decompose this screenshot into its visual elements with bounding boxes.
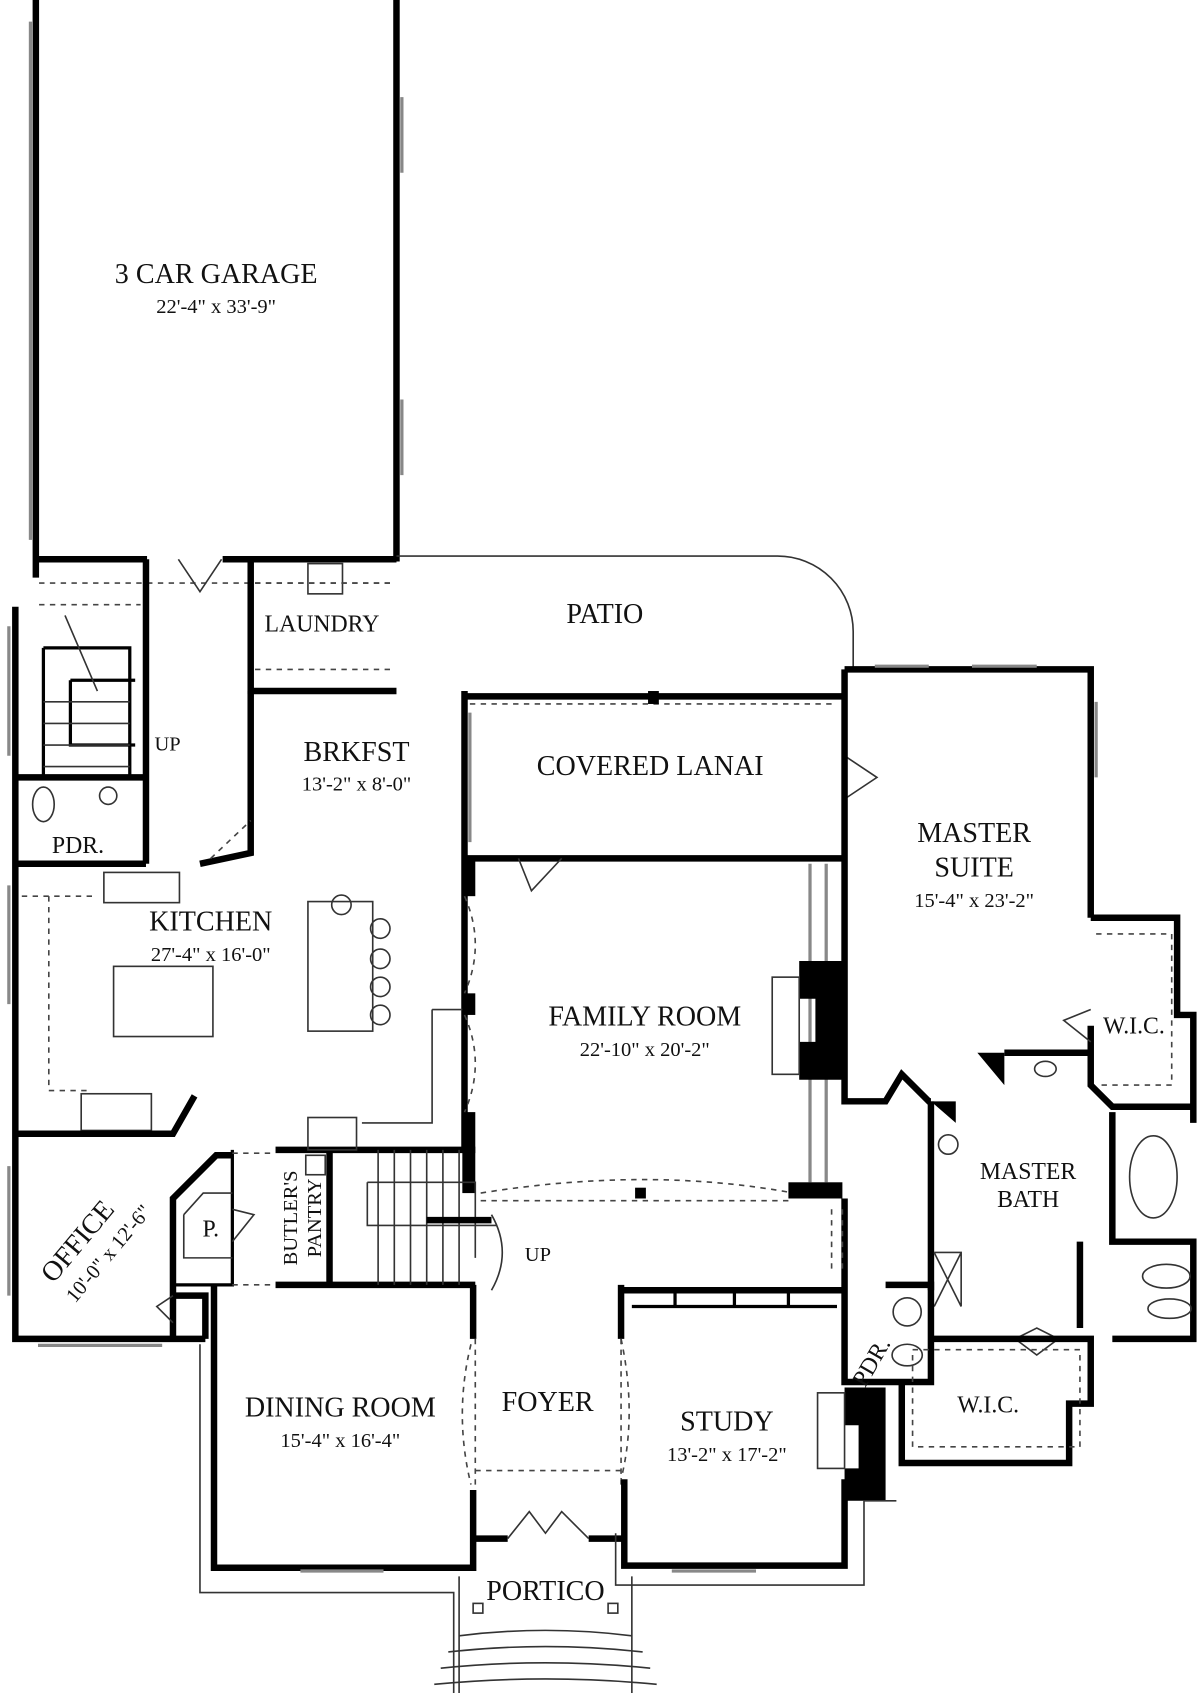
front-stair-up-label: UP: [525, 1244, 551, 1266]
wic-upper-name: W.I.C.: [1103, 1013, 1165, 1039]
pdr-rear-name: PDR.: [52, 833, 104, 859]
master-suite-name-1: MASTER: [917, 818, 1031, 849]
garage-size: 22'-4" x 33'-9": [156, 296, 276, 318]
kitchen: KITCHEN 27'-4" x 16'-0": [15, 860, 465, 1137]
butlers-pantry-name-1: BUTLER'S: [280, 1171, 302, 1266]
butlers-pantry-name-2: PANTRY: [304, 1178, 326, 1257]
butlers-pantry: BUTLER'S PANTRY: [232, 1116, 476, 1289]
portico-name: PORTICO: [486, 1576, 604, 1607]
study-size: 13'-2" x 17'-2": [667, 1444, 787, 1466]
lanai-door-swing: [844, 755, 879, 800]
kitchen-name: KITCHEN: [149, 907, 272, 938]
foyer: FOYER: [474, 1338, 625, 1542]
family-room-name: FAMILY ROOM: [548, 1002, 741, 1033]
front-stair: UP: [366, 1149, 551, 1291]
rear-stair: UP: [41, 615, 181, 778]
covered-lanai-name: COVERED LANAI: [537, 751, 764, 782]
dining-room-size: 15'-4" x 16'-4": [280, 1430, 400, 1452]
garage: 3 CAR GARAGE 22'-4" x 33'-9": [28, 0, 404, 606]
master-suite-size: 15'-4" x 23'-2": [914, 890, 1034, 912]
foyer-name: FOYER: [502, 1387, 594, 1418]
dining-room-name: DINING ROOM: [245, 1393, 436, 1424]
study-name: STUDY: [680, 1407, 774, 1438]
portico: PORTICO: [434, 1576, 657, 1693]
brkfst-size: 13'-2" x 8'-0": [302, 773, 412, 795]
pdr-front: PDR.: [830, 1198, 935, 1391]
family-room-size: 22'-10" x 20'-2": [580, 1039, 710, 1061]
master-suite-name-2: SUITE: [934, 853, 1014, 884]
patio-name: PATIO: [566, 599, 643, 630]
pdr-rear: PDR.: [15, 559, 150, 864]
office: OFFICE 10'-0" x 12'-6": [35, 1152, 233, 1347]
family-room: FAMILY ROOM 22'-10" x 20'-2": [462, 857, 843, 1202]
laundry: LAUNDRY: [247, 559, 397, 695]
master-suite: MASTER SUITE 15'-4" x 23'-2": [841, 664, 1098, 1105]
exterior-wall-west: [12, 606, 206, 1343]
covered-lanai: COVERED LANAI: [464, 691, 845, 862]
pantry-name: P.: [203, 1216, 220, 1242]
wic-upper: W.I.C.: [1062, 914, 1197, 1123]
master-bath-name-2: BATH: [997, 1187, 1059, 1213]
laundry-name: LAUNDRY: [265, 612, 380, 638]
study: STUDY 13'-2" x 17'-2": [614, 1284, 897, 1586]
master-bath-name-1: MASTER: [980, 1159, 1076, 1185]
garage-name: 3 CAR GARAGE: [115, 259, 318, 290]
wic-lower-name: W.I.C.: [957, 1392, 1019, 1418]
kitchen-size: 27'-4" x 16'-0": [151, 944, 271, 966]
master-bath: MASTER BATH: [927, 1049, 1197, 1357]
rear-stair-up-label: UP: [154, 733, 180, 755]
pantry: P.: [172, 1149, 256, 1287]
dining-room: DINING ROOM 15'-4" x 16'-4": [199, 1284, 477, 1693]
patio: PATIO: [396, 555, 855, 670]
brkfst-name: BRKFST: [303, 737, 409, 768]
wic-lower: W.I.C.: [898, 1335, 1094, 1467]
brkfst: BRKFST 13'-2" x 8'-0": [199, 691, 468, 1150]
garage-door-swing: [177, 558, 223, 594]
